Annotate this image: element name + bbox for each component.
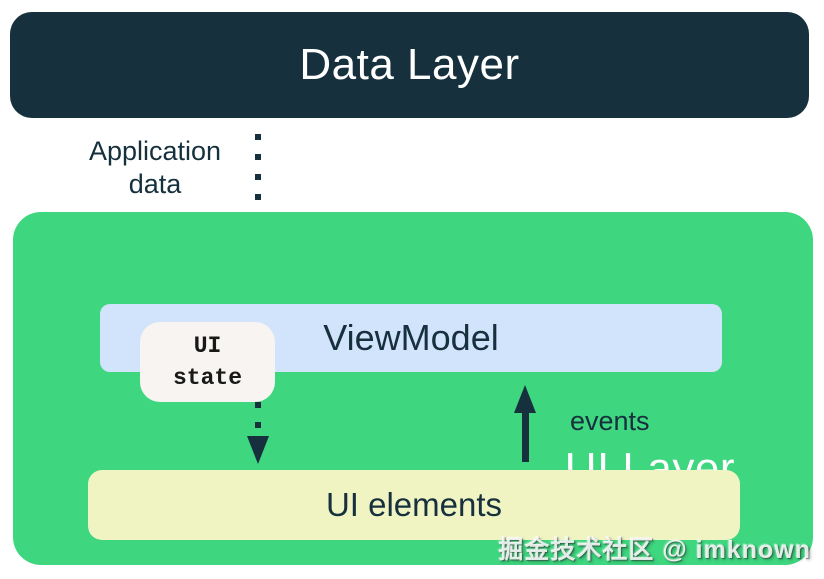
data-layer-title: Data Layer — [299, 40, 520, 89]
ui-elements-box: UI elements — [88, 470, 740, 540]
dotted-down-arrow-icon — [255, 402, 261, 432]
application-data-label: Application data — [45, 135, 265, 201]
ui-state-line2: state — [172, 365, 242, 391]
arrowhead-down-icon — [247, 436, 269, 464]
solid-up-arrow-stem — [522, 411, 529, 462]
viewmodel-label: ViewModel — [323, 317, 499, 358]
ui-state-line1: UI — [193, 333, 222, 359]
watermark-text: 掘金技术社区 @ imknown — [498, 536, 811, 564]
application-data-line1: Application — [88, 136, 222, 166]
events-label: events — [570, 406, 650, 436]
ui-state-box: UI state — [140, 322, 275, 402]
data-layer-box: Data Layer — [10, 12, 809, 118]
application-data-line2: data — [128, 169, 182, 199]
ui-elements-label: UI elements — [325, 486, 503, 523]
dotted-down-arrow-icon — [255, 134, 261, 262]
solid-up-arrow-icon — [514, 385, 536, 413]
